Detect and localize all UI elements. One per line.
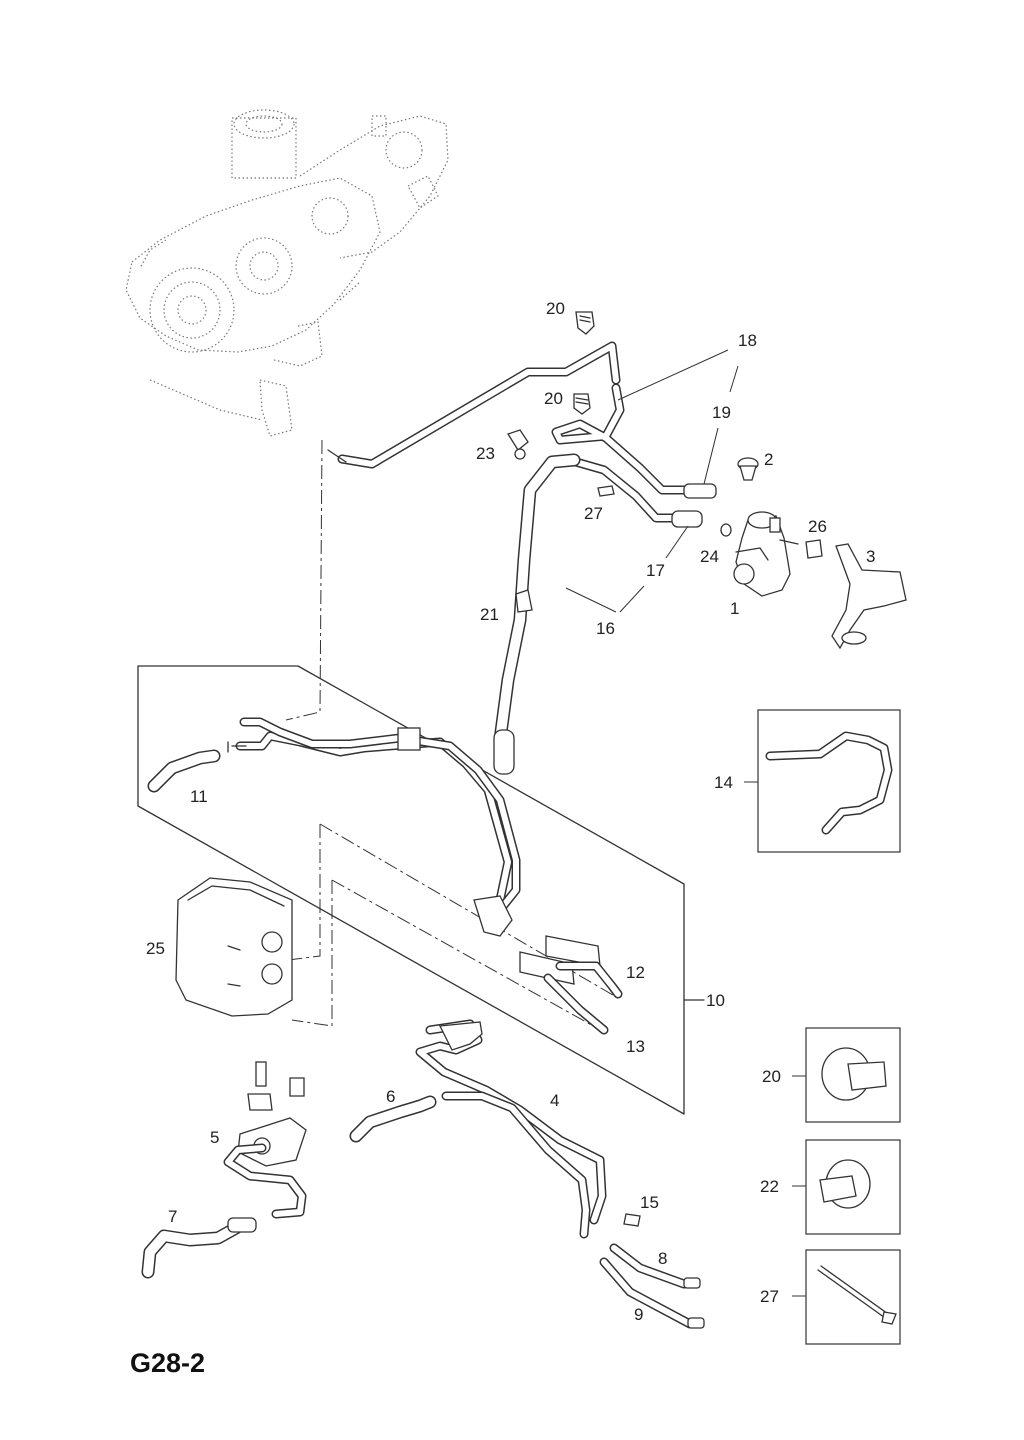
detail-box-20 bbox=[805, 1027, 901, 1123]
callout-20-top: 20 bbox=[546, 299, 565, 318]
oil-cooler-25 bbox=[175, 877, 293, 1017]
callout-12: 12 bbox=[626, 963, 645, 982]
clip-part-20-middle bbox=[573, 393, 591, 415]
callout-leaders bbox=[565, 349, 806, 1297]
clip-part-23 bbox=[507, 429, 529, 460]
bracket-3 bbox=[831, 543, 907, 650]
assembly-panel-10 bbox=[137, 665, 705, 1115]
washer-24 bbox=[720, 523, 732, 537]
callout-25: 25 bbox=[146, 939, 165, 958]
callout-14: 14 bbox=[714, 773, 733, 792]
callout-labels: 20 18 20 19 23 2 27 26 24 3 17 1 21 16 1… bbox=[146, 299, 875, 1324]
cap-part-2 bbox=[737, 457, 759, 481]
callout-1: 1 bbox=[730, 599, 739, 618]
detail-box-22 bbox=[805, 1139, 901, 1235]
callout-11: 11 bbox=[190, 787, 208, 806]
callout-27: 27 bbox=[584, 504, 603, 523]
solenoid-valve-1 bbox=[733, 511, 799, 597]
callout-3: 3 bbox=[866, 547, 875, 566]
callout-24: 24 bbox=[700, 547, 719, 566]
callout-4: 4 bbox=[550, 1091, 559, 1110]
callout-18: 18 bbox=[738, 331, 757, 350]
callout-6: 6 bbox=[386, 1087, 395, 1106]
callout-9: 9 bbox=[634, 1305, 643, 1324]
callout-17: 17 bbox=[646, 561, 665, 580]
callout-23: 23 bbox=[476, 444, 495, 463]
callout-5: 5 bbox=[210, 1128, 219, 1147]
callout-20-detail: 20 bbox=[762, 1067, 781, 1086]
lower-pipe-assembly-4 bbox=[349, 1019, 607, 1239]
callout-21: 21 bbox=[480, 605, 499, 624]
clip-part-20-top bbox=[575, 311, 595, 335]
vacuum-pipe-assembly bbox=[327, 341, 717, 775]
callout-20-middle: 20 bbox=[544, 389, 563, 408]
callout-26: 26 bbox=[808, 517, 827, 536]
callout-16: 16 bbox=[596, 619, 615, 638]
callout-8: 8 bbox=[658, 1249, 667, 1268]
callout-19: 19 bbox=[712, 403, 731, 422]
detail-box-27 bbox=[805, 1249, 901, 1345]
detail-box-14 bbox=[757, 709, 901, 853]
pipe-assembly-10 bbox=[147, 717, 623, 1035]
callout-2: 2 bbox=[764, 450, 773, 469]
cable-tie-27 bbox=[597, 485, 615, 497]
clip-part-21 bbox=[515, 589, 533, 613]
turbocharger-illustration bbox=[125, 109, 449, 437]
page-code: G28-2 bbox=[130, 1348, 205, 1378]
callout-10: 10 bbox=[706, 991, 725, 1010]
callout-22-detail: 22 bbox=[760, 1177, 779, 1196]
callout-13: 13 bbox=[626, 1037, 645, 1056]
callout-7: 7 bbox=[168, 1207, 177, 1226]
bolt-15 bbox=[623, 1213, 641, 1227]
part-26 bbox=[805, 539, 823, 559]
pipe-5-and-hose-7 bbox=[141, 1061, 307, 1279]
pipes-8-and-9 bbox=[599, 1243, 705, 1329]
callout-15: 15 bbox=[640, 1193, 659, 1212]
callout-27-detail: 27 bbox=[760, 1287, 779, 1306]
